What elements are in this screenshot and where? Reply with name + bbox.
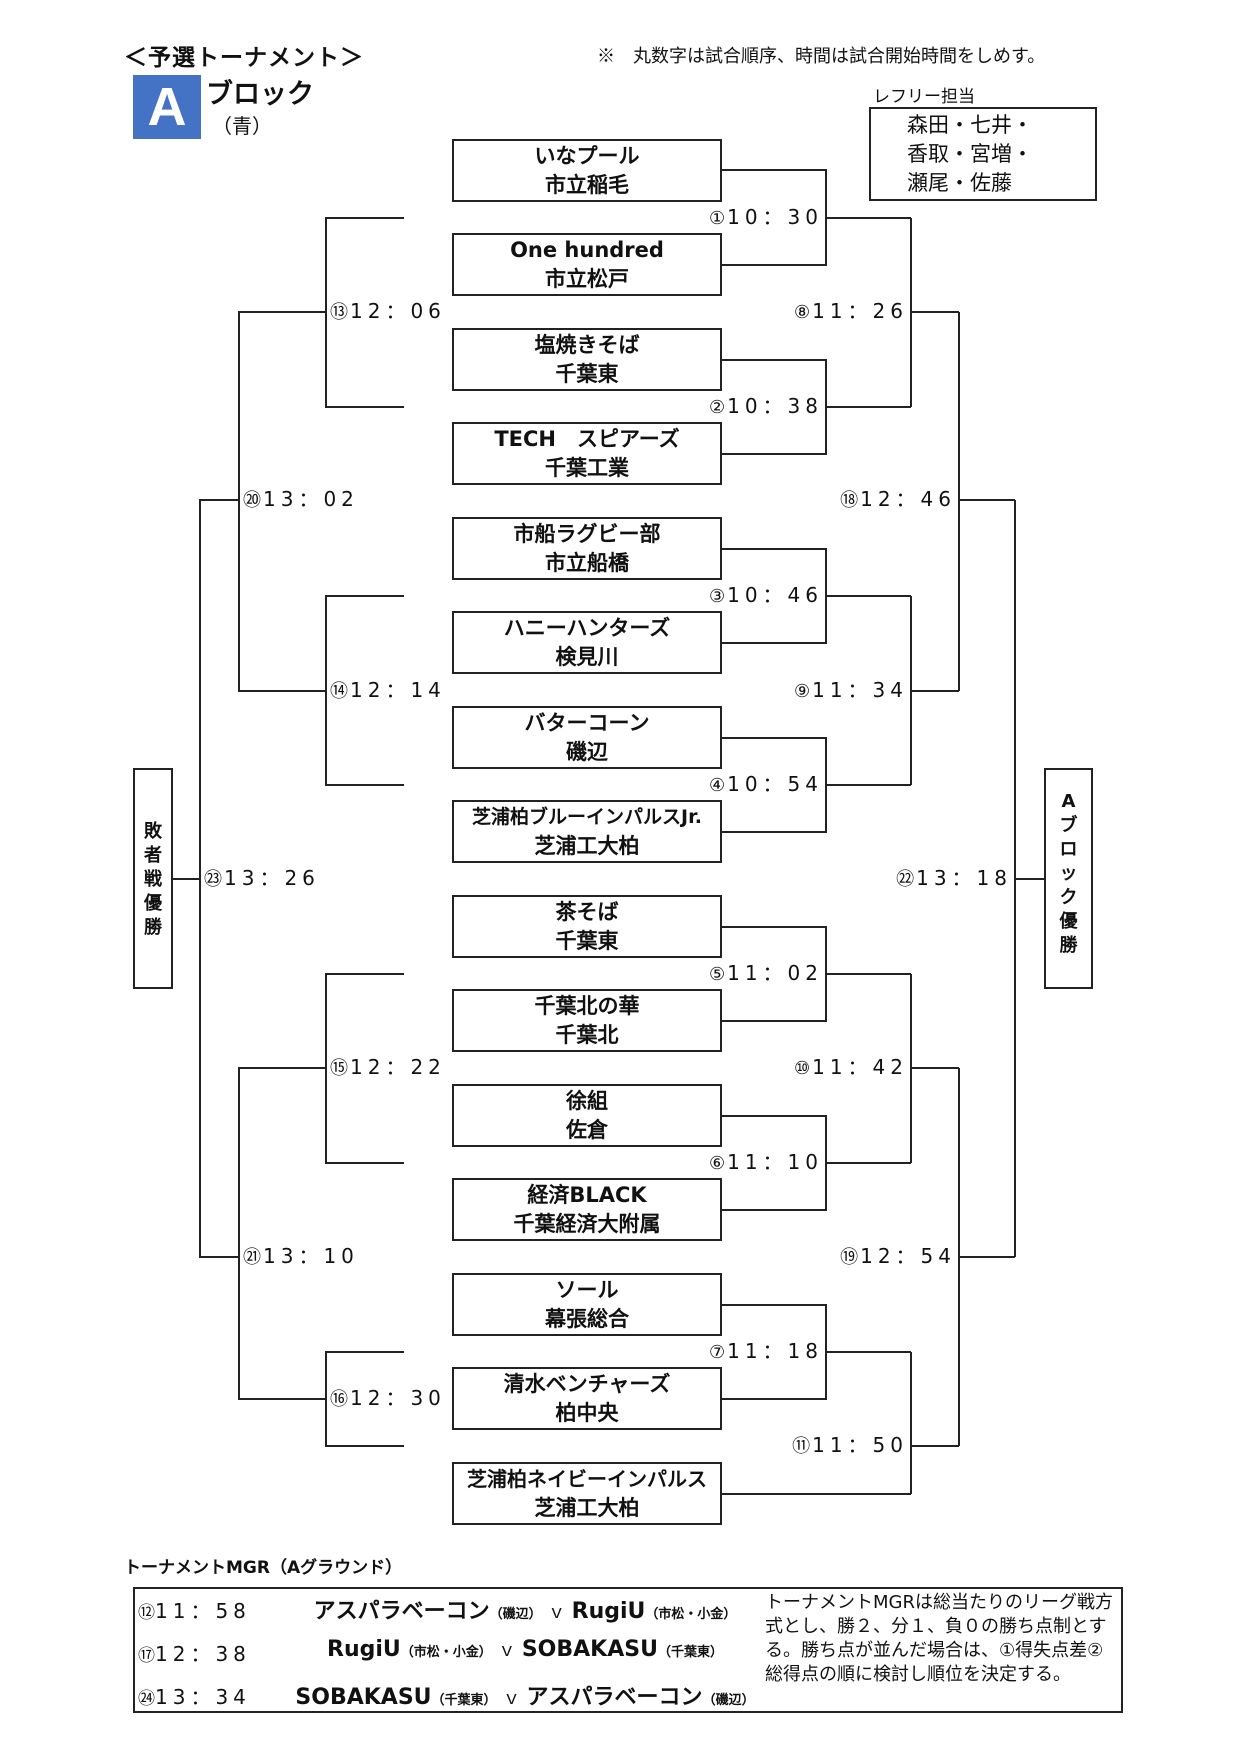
team-name: ハニーハンターズ [503,616,671,640]
team-box: 徐組佐倉 [452,1084,722,1147]
team-name: 経済BLACK [527,1183,647,1207]
team-box: 芝浦柏ネイビーインパルス芝浦工大柏 [452,1462,722,1525]
mgr-time: ㉔13：34 [138,1685,251,1709]
team-school: 千葉経済大附属 [513,1212,661,1236]
legend-note: ※ 丸数字は試合順序、時間は試合開始時間をしめす。 [597,46,1046,67]
mgr-time: ⑫11：58 [138,1599,251,1623]
team-box: TECH スピアーズ千葉工業 [452,422,722,485]
team-school: 検見川 [555,645,619,669]
referee-box: 森田・七井・ 香取・宮増・ 瀬尾・佐藤 [869,107,1097,201]
team-school: 芝浦工大柏 [534,834,640,858]
mgr-time: ⑰12：38 [138,1642,251,1666]
team-box: 塩焼きそば千葉東 [452,328,722,391]
team-school: 市立船橋 [545,551,629,575]
block-color-label: （青） [212,114,272,138]
team-name: 芝浦柏ブルーインパルスJr. [472,806,702,828]
team-school: 千葉東 [555,362,619,386]
team-school: 千葉北 [555,1023,619,1047]
team-school: 芝浦工大柏 [534,1496,640,1520]
referee-line: 香取・宮増・ [907,142,1033,166]
team-name: 芝浦柏ネイビーインパルス [467,1467,707,1491]
team-box: 芝浦柏ブルーインパルスJr. 芝浦工大柏 [452,800,722,863]
team-school: 柏中央 [555,1401,619,1425]
team-name: 市船ラグビー部 [513,522,661,546]
team-box: いなプール市立稲毛 [452,139,722,202]
page-title: ＜予選トーナメント＞ [124,45,364,71]
team-box: ハニーハンターズ検見川 [452,611,722,674]
block-letter-badge: A [133,75,201,139]
referee-line: 瀬尾・佐藤 [907,171,1012,195]
team-name: 徐組 [566,1089,608,1113]
team-box: バターコーン磯辺 [452,706,722,769]
block-label: ブロック [206,79,314,110]
team-school: 幕張総合 [545,1307,629,1331]
team-name: One hundred [510,238,664,262]
team-school: 市立稲毛 [545,173,629,197]
mgr-title: トーナメントMGR（Aグラウンド） [124,1558,403,1578]
team-name: 清水ベンチャーズ [503,1372,671,1396]
team-box: 清水ベンチャーズ柏中央 [452,1367,722,1430]
team-school: 千葉東 [555,929,619,953]
bracket-line-m21 [238,1067,326,1400]
loser-bracket-winner-box: 敗者戦優勝 [133,768,173,989]
team-school: 佐倉 [566,1118,608,1142]
team-name: いなプール [534,144,640,168]
team-box: 千葉北の華千葉北 [452,989,722,1052]
team-name: ソール [555,1278,619,1302]
team-box: 茶そば千葉東 [452,895,722,958]
team-box: One hundred 市立松戸 [452,233,722,296]
team-school: 市立松戸 [545,267,629,291]
team-name: 茶そば [555,900,619,924]
referee-line: 森田・七井・ [907,113,1033,137]
team-box: 経済BLACK 千葉経済大附属 [452,1178,722,1241]
bracket-line-m20 [238,311,326,692]
team-school: 千葉工業 [545,456,629,480]
team-school: 磯辺 [566,740,608,764]
team-box: 市船ラグビー部市立船橋 [452,517,722,580]
team-name: 千葉北の華 [534,994,640,1018]
team-name: TECH スピアーズ [494,427,680,451]
team-name: バターコーン [524,711,650,735]
referee-heading: レフリー担当 [873,87,975,107]
team-name: 塩焼きそば [534,333,640,357]
team-box: ソール幕張総合 [452,1273,722,1336]
mgr-rule-text: トーナメントMGRは総当たりのリーグ戦方式とし、勝２、分１、負０の勝ち点制とする… [765,1592,1113,1685]
